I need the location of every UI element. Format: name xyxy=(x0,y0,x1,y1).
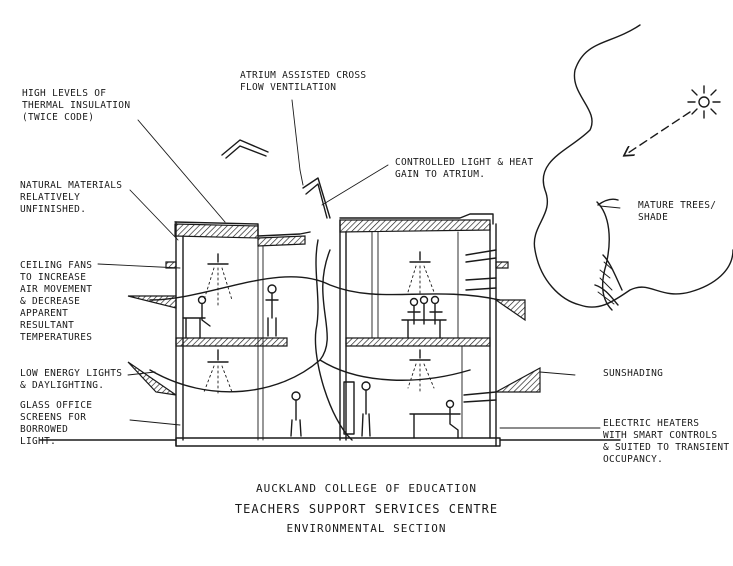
leader-lines xyxy=(97,99,621,429)
tree-canopy xyxy=(533,24,733,308)
people-figures xyxy=(197,284,459,439)
label-low-energy: LOW ENERGY LIGHTS & DAYLIGHTING. xyxy=(20,368,123,391)
skylight-baffle xyxy=(221,139,269,159)
label-mature-trees: MATURE TREES/ SHADE xyxy=(638,200,717,223)
sunshade-right-upper xyxy=(494,299,526,322)
airflow-curve xyxy=(149,276,501,301)
right-block xyxy=(339,213,497,447)
title-line-3: ENVIRONMENTAL SECTION xyxy=(286,522,447,535)
label-insulation: HIGH LEVELS OF THERMAL INSULATION (TWICE… xyxy=(22,88,131,123)
sunshade-left-upper xyxy=(127,295,177,309)
title-line-1: AUCKLAND COLLEGE OF EDUCATION xyxy=(255,482,478,495)
label-controlled-light: CONTROLLED LIGHT & HEAT GAIN TO ATRIUM. xyxy=(395,157,534,180)
sun-ray-arrow xyxy=(625,111,691,155)
title-line-2: TEACHERS SUPPORT SERVICES CENTRE xyxy=(234,502,499,516)
atrium-glazing xyxy=(302,177,331,219)
sunshade-right-lower xyxy=(495,366,541,393)
left-block xyxy=(174,221,501,447)
label-glass-office: GLASS OFFICE SCREENS FOR BORROWED LIGHT. xyxy=(20,400,93,447)
label-natural-materials: NATURAL MATERIALS RELATIVELY UNFINISHED. xyxy=(20,180,123,215)
sunshade-left-lower xyxy=(127,361,177,396)
atrium-stack-flow xyxy=(314,239,353,441)
label-sunshading: SUNSHADING xyxy=(603,368,664,379)
label-ceiling-fans: CEILING FANS TO INCREASE AIR MOVEMENT & … xyxy=(20,260,93,343)
ceiling-fans xyxy=(203,251,435,397)
label-electric-heaters: ELECTRIC HEATERS WITH SMART CONTROLS & S… xyxy=(603,418,730,465)
airflow-curve-lower xyxy=(149,249,331,393)
sun-icon xyxy=(687,85,721,119)
tree-trunk xyxy=(594,198,623,311)
label-atrium-ventilation: ATRIUM ASSISTED CROSS FLOW VENTILATION xyxy=(240,70,367,93)
